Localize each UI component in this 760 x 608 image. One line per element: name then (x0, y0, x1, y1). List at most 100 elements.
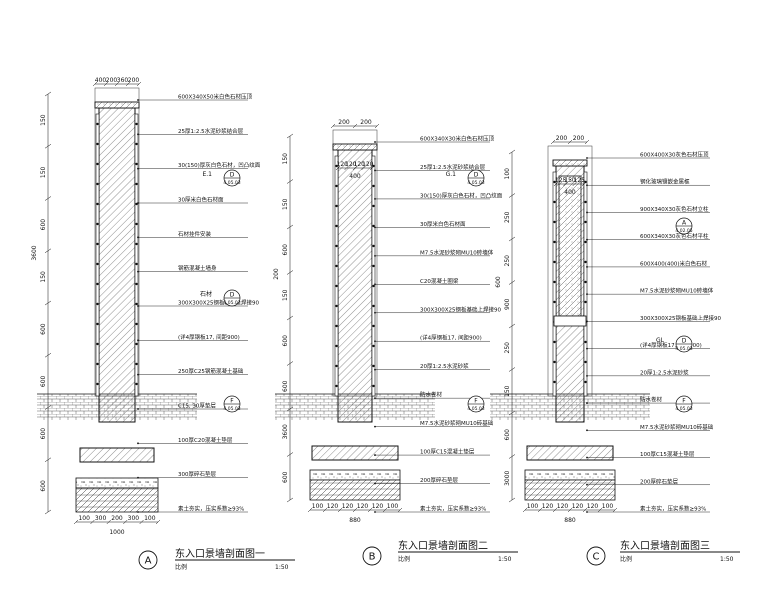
anchor-bolt (135, 342, 138, 346)
material-note: 600X340X30灰色石材平柱 (640, 232, 709, 240)
section-title: 东入口景墙剖面图一 (175, 547, 265, 560)
section-title: 东入口景墙剖面图三 (620, 539, 710, 552)
width-dimension-label: 100 (527, 503, 539, 510)
height-dimension-label: 250 (504, 342, 511, 354)
leader-dot (586, 266, 588, 268)
dimension-tick (286, 406, 294, 412)
anchor-bolt (96, 122, 99, 126)
height-dimension-label: 100 (504, 168, 511, 180)
anchor-bolt (372, 204, 375, 208)
width-dimension-label: 100 (387, 503, 399, 510)
material-note: 20厚1:2.5水泥砂浆 (420, 362, 469, 370)
height-dimension-label: 600 (40, 375, 47, 387)
scale-prefix: 比例 (398, 555, 410, 563)
anchor-bolt (135, 362, 138, 366)
material-note: C15, 30厚垫层 (178, 402, 216, 410)
material-note: 30厚米白色石材面 (420, 220, 466, 228)
leader-dot (586, 293, 588, 296)
anchor-bolt (96, 182, 99, 186)
material-note: 300X300X25钢板基础上焊接90 (420, 305, 502, 313)
anchor-bolt (553, 380, 556, 384)
anchor-bolt (553, 180, 556, 184)
dimension-tick (286, 179, 294, 184)
callout-tag: GL (656, 337, 665, 344)
dimension-tick (92, 81, 98, 87)
dimension-tick (581, 181, 587, 187)
dimension-tick (344, 165, 349, 171)
width-dimension-label: 360 (117, 77, 129, 84)
glass-panel (558, 175, 582, 317)
dimension-tick (286, 452, 294, 457)
height-dimension-label: 150 (282, 198, 289, 210)
dimension-tick (537, 507, 543, 513)
anchor-bolt (96, 142, 99, 146)
height-dimension-label: 250 (504, 255, 511, 267)
dimension-tick (330, 123, 336, 129)
dimension-tick (136, 81, 142, 87)
material-note: (详4厚钢板17, 间距900) (178, 333, 240, 341)
material-note: 30(150)厚灰白色石材，凹凸纹面 (178, 161, 261, 169)
dimension-tick (73, 519, 79, 525)
anchor-bolt (372, 384, 375, 388)
leader-dot (137, 373, 139, 376)
dimension-tick (44, 509, 52, 515)
section-id-bubble (362, 546, 382, 566)
leader-dot (586, 184, 588, 187)
height-dimension-label: 150 (504, 385, 511, 397)
anchor-bolt (335, 164, 338, 168)
anchor-bolt (135, 122, 138, 126)
dimension-tick (367, 507, 373, 513)
width-dimension-label: 100 (78, 515, 90, 522)
dimension-tick (155, 519, 161, 525)
material-note: 100厚C15混凝土垫层 (640, 450, 695, 458)
width-dimension-label: 150 (564, 177, 576, 184)
scale-prefix: 比例 (620, 555, 632, 563)
leader-dot (137, 167, 139, 170)
height-dimension-label: 150 (40, 114, 47, 126)
dimension-tick (563, 181, 568, 187)
leader-dot (137, 511, 139, 513)
anchor-bolt (135, 142, 138, 146)
leader-dot (137, 202, 139, 204)
material-note: 100厚C20混凝土垫层 (178, 436, 233, 444)
dimension-tick (361, 165, 366, 171)
anchor-bolt (372, 284, 375, 288)
footing-step (526, 445, 614, 461)
overall-width-label: 880 (564, 517, 576, 524)
anchor-bolt (372, 184, 375, 188)
width-dimension-label: 120 (372, 503, 384, 510)
anchor-bolt (553, 240, 556, 244)
right-cladding (371, 155, 376, 397)
anchor-bolt (335, 284, 338, 288)
material-note: 250厚C25钢筋混凝土基础 (178, 367, 244, 375)
leader-dot (374, 368, 376, 371)
stone-plinth (553, 315, 587, 327)
dimension-tick (103, 81, 109, 87)
leader-dot (374, 198, 376, 200)
width-dimension-label: 100 (312, 503, 324, 510)
anchor-bolt (135, 222, 138, 226)
anchor-bolt (553, 220, 556, 224)
anchor-bolt (553, 280, 556, 284)
dimension-tick (44, 300, 52, 306)
scale-value: 1:50 (275, 564, 289, 571)
gravel-bed (524, 479, 616, 501)
footing-step (79, 447, 155, 463)
width-dimension-label: 120 (362, 161, 374, 168)
height-dimension-label: 150 (282, 289, 289, 301)
width-dimension-label: 125 (574, 177, 586, 184)
concrete-cushion (309, 469, 401, 481)
dimension-tick (597, 507, 603, 513)
height-dimension-label: 600 (282, 244, 289, 256)
material-note: 300X300X25钢板基础上焊接90 (178, 299, 260, 307)
overall-width-label: 1000 (109, 529, 124, 536)
anchor-bolt (96, 302, 99, 306)
material-note: 25厚1:2.5水泥砂浆结合层 (420, 163, 486, 171)
dimension-tick (567, 507, 573, 513)
anchor-bolt (96, 322, 99, 326)
anchor-bolt (584, 180, 587, 184)
leader-dot (374, 226, 376, 229)
dimension-tick (582, 507, 588, 513)
coping-cap (552, 159, 588, 167)
dimension-tick (550, 139, 556, 145)
